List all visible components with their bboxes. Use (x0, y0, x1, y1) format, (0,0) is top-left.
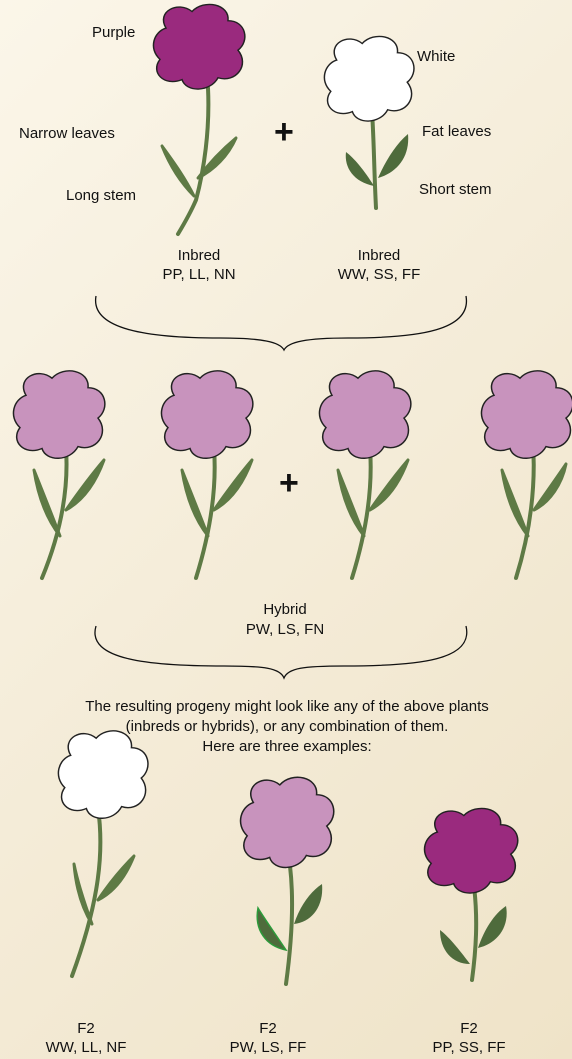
f2-example-2 (241, 777, 334, 984)
f2-2-name: F2 (259, 1020, 277, 1037)
fat-leaves-label: Fat leaves (422, 123, 491, 140)
fat-leaf-left (440, 930, 470, 964)
f2-1-name: F2 (77, 1020, 95, 1037)
flower-white (324, 36, 414, 121)
f2-3-genotype: PP, SS, FF (432, 1039, 505, 1056)
flower-hybrid (319, 371, 410, 458)
narrow-leaf-right (534, 464, 566, 510)
hybrid-name: Hybrid (263, 601, 306, 618)
brace-parents (96, 296, 467, 350)
stem (286, 866, 292, 984)
parent1-name: Inbred (178, 247, 221, 264)
flower-hybrid (481, 371, 572, 458)
narrow-leaf-left (34, 470, 60, 536)
stem (472, 886, 476, 980)
flower-purple (153, 4, 244, 89)
hybrid-plant-4 (481, 371, 572, 578)
fat-leaf-right (294, 884, 322, 924)
fat-leaf-right (378, 134, 408, 178)
parent2-name: Inbred (358, 247, 401, 264)
narrow-leaf-right (214, 460, 252, 510)
purple-label: Purple (92, 24, 135, 41)
stem (178, 88, 208, 234)
stem (372, 112, 376, 208)
narrow-leaves-label: Narrow leaves (19, 125, 115, 142)
flower-purple (425, 808, 518, 893)
narrow-leaf-left (162, 146, 194, 196)
narrow-leaf-right (66, 460, 104, 510)
short-stem-label: Short stem (419, 181, 492, 198)
hybrid-plant-2 (161, 371, 252, 578)
narrow-leaf-right (370, 460, 408, 510)
hybrid-cross-plus-sign: + (279, 464, 299, 502)
f2-example-1 (58, 731, 148, 976)
hybrid-plant-1 (13, 371, 104, 578)
flower-white (58, 731, 148, 818)
narrow-leaf-left (182, 470, 208, 536)
f2-example-3 (425, 808, 518, 980)
flower-hybrid (161, 371, 252, 458)
parent-purple-plant (153, 4, 244, 234)
narrow-leaf-left (74, 864, 92, 924)
f2-2-genotype: PW, LS, FF (230, 1039, 307, 1056)
narrow-leaf-left (502, 470, 528, 536)
parent-white-plant (324, 36, 414, 208)
parent1-genotype: PP, LL, NN (162, 266, 235, 283)
narrow-leaf-right (98, 856, 134, 900)
stem (72, 808, 100, 976)
fat-leaf-left (346, 152, 374, 186)
narrow-leaf-left (338, 470, 364, 536)
cross-plus-sign: + (274, 113, 294, 151)
caption-line-2: (inbreds or hybrids), or any combination… (126, 718, 449, 735)
caption-line-1: The resulting progeny might look like an… (85, 698, 489, 715)
white-label: White (417, 48, 455, 65)
fat-leaf-left (257, 908, 286, 950)
hybrid-plant-3 (319, 371, 410, 578)
flower-hybrid (13, 371, 104, 458)
caption-line-3: Here are three examples: (202, 738, 371, 755)
fat-leaf-right (478, 906, 507, 948)
hybrid-genotype: PW, LS, FN (246, 621, 324, 638)
long-stem-label: Long stem (66, 187, 136, 204)
flower-hybrid (241, 777, 334, 867)
f2-3-name: F2 (460, 1020, 478, 1037)
f2-1-genotype: WW, LL, NF (46, 1039, 127, 1056)
parent2-genotype: WW, SS, FF (338, 266, 421, 283)
